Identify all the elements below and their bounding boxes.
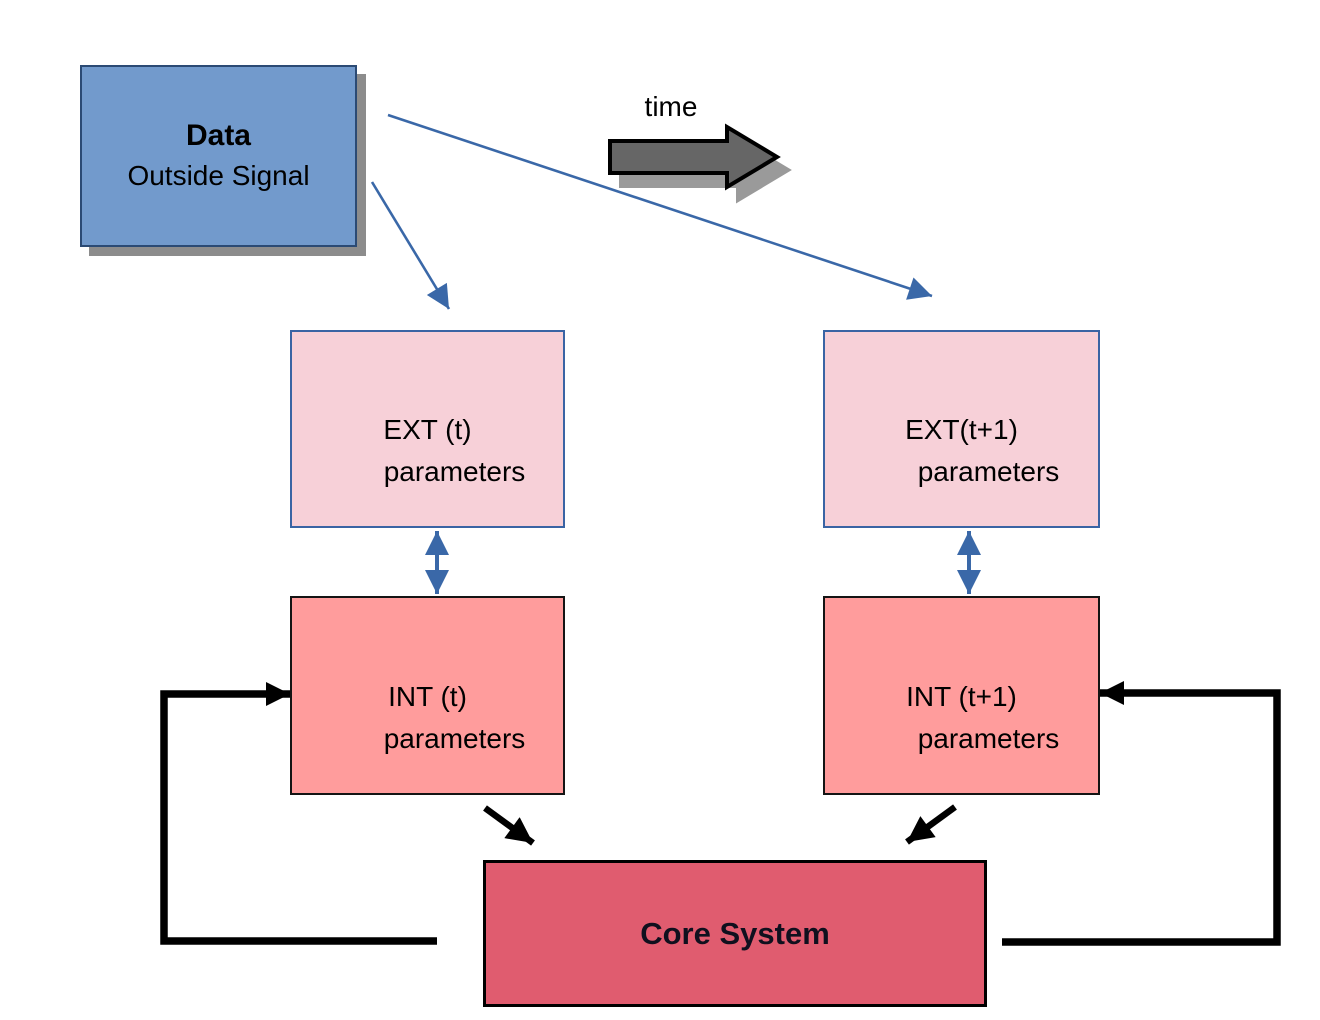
- time-label: time: [644, 91, 698, 122]
- data-box-subtitle: Outside Signal: [127, 160, 310, 191]
- ext-t-label-line1: EXT (t): [383, 414, 472, 445]
- int-t-plus-1-box: INT (t+1) parameters: [823, 596, 1100, 795]
- ext-t-label-line2: parameters: [383, 456, 526, 487]
- connector-int-t-plus-1-to-core: [905, 804, 957, 845]
- int-t-label-line2: parameters: [383, 722, 526, 754]
- ext-t-plus-1-label-line2: parameters: [917, 456, 1060, 487]
- ext-t-box: EXT (t) parameters: [290, 330, 565, 528]
- ext-t-plus-1-box: EXT(t+1) parameters: [823, 330, 1100, 528]
- core-system-box: Core System: [483, 860, 987, 1007]
- data-box: Data Outside Signal: [80, 65, 357, 247]
- int-t-box: INT (t) parameters: [290, 596, 565, 795]
- int-t-label-line1: INT (t): [388, 680, 467, 712]
- int-t-plus-1-label-line2: parameters: [917, 722, 1060, 754]
- connector-data-to-ext-t: [370, 181, 451, 310]
- connector-core-feedback-to-int-t-plus-1: [1002, 680, 1281, 946]
- ext-t-plus-1-label-line1: EXT(t+1): [905, 414, 1018, 445]
- core-system-label: Core System: [640, 915, 830, 951]
- connector-data-to-ext-t-plus-1: [387, 113, 933, 300]
- connector-core-feedback-to-int-t: [160, 681, 437, 945]
- int-t-plus-1-label-line1: INT (t+1): [906, 680, 1017, 712]
- connector-int-t-to-core: [483, 805, 535, 846]
- data-box-title: Data: [185, 119, 251, 152]
- right-arrow-icon: [608, 123, 781, 191]
